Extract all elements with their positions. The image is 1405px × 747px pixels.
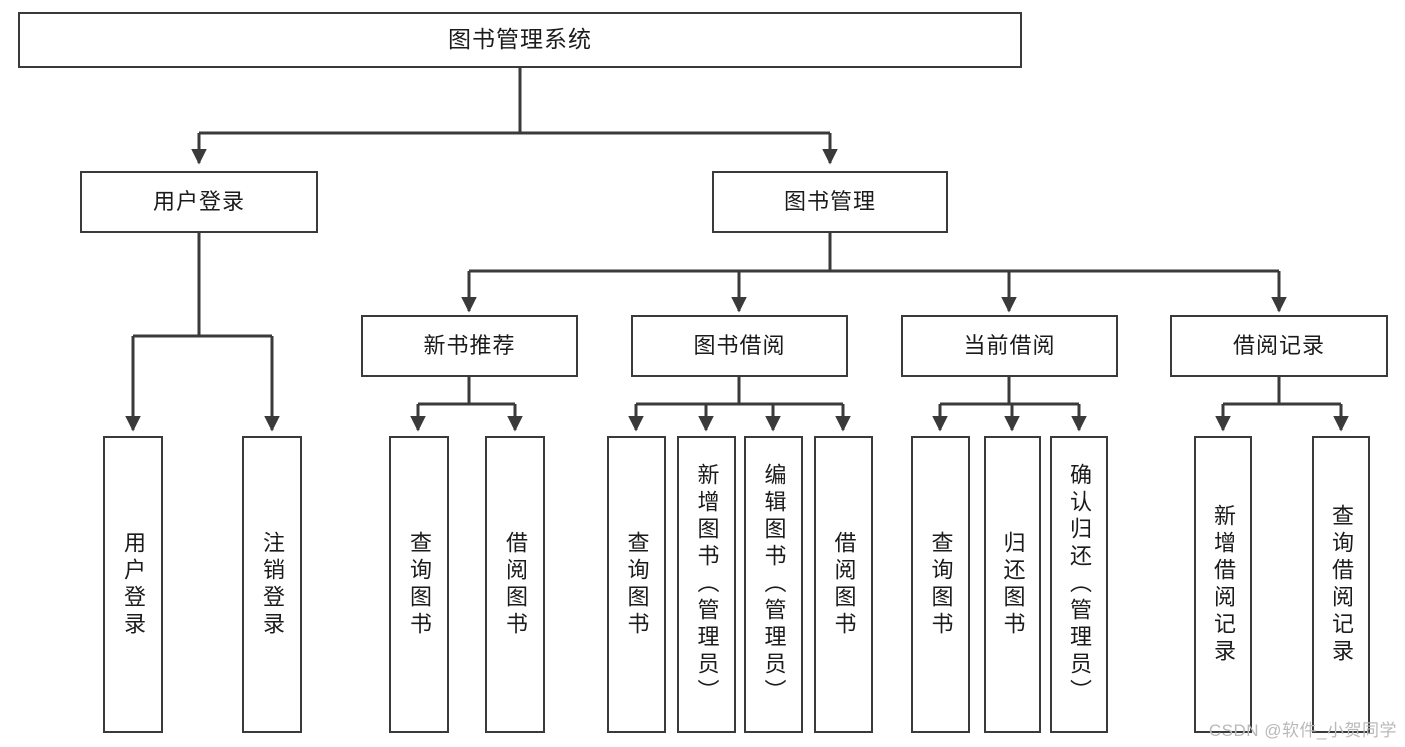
leaf-user-login-logout[interactable]: 注销登录 — [242, 436, 302, 733]
node-new-book-recommend[interactable]: 新书推荐 — [361, 315, 578, 377]
node-label: 借阅图书 — [831, 530, 857, 639]
node-label: 当前借阅 — [963, 332, 1056, 358]
node-label: 归还图书 — [1000, 530, 1026, 639]
node-label: 用户登录 — [121, 530, 146, 639]
node-label: 确认归还（管理员） — [1067, 463, 1092, 706]
node-label: 借阅图书 — [503, 530, 528, 639]
leaf-records-query-record[interactable]: 查询借阅记录 — [1312, 436, 1370, 733]
leaf-current-return-book[interactable]: 归还图书 — [984, 436, 1041, 733]
node-user-login[interactable]: 用户登录 — [80, 171, 318, 233]
leaf-borrow-borrow-book[interactable]: 借阅图书 — [814, 436, 873, 733]
leaf-user-login-login[interactable]: 用户登录 — [103, 436, 163, 733]
node-label: 注销登录 — [260, 530, 285, 639]
leaf-recommend-query-book[interactable]: 查询图书 — [389, 436, 449, 733]
leaf-borrow-add-book-admin[interactable]: 新增图书（管理员） — [677, 436, 736, 733]
leaf-current-query-book[interactable]: 查询图书 — [911, 436, 970, 733]
node-label: 图书管理 — [783, 188, 876, 214]
node-label: 查询图书 — [624, 530, 650, 639]
node-label: 图书管理系统 — [448, 26, 592, 53]
node-book-borrow[interactable]: 图书借阅 — [631, 315, 848, 377]
node-root-book-management-system[interactable]: 图书管理系统 — [18, 12, 1022, 68]
leaf-borrow-edit-book-admin[interactable]: 编辑图书（管理员） — [744, 436, 803, 733]
node-borrow-records[interactable]: 借阅记录 — [1170, 315, 1388, 377]
node-label: 图书借阅 — [693, 332, 786, 358]
node-label: 查询借阅记录 — [1329, 503, 1354, 666]
leaf-current-confirm-return-admin[interactable]: 确认归还（管理员） — [1050, 436, 1108, 733]
node-label: 编辑图书（管理员） — [761, 463, 787, 706]
leaf-recommend-borrow-book[interactable]: 借阅图书 — [485, 436, 545, 733]
leaf-records-add-record[interactable]: 新增借阅记录 — [1194, 436, 1252, 733]
watermark: CSDN @软件_小贺同学 — [1208, 721, 1397, 740]
leaf-borrow-query-book[interactable]: 查询图书 — [607, 436, 666, 733]
node-label: 查询图书 — [407, 530, 432, 639]
node-label: 新书推荐 — [423, 332, 516, 358]
node-current-borrow[interactable]: 当前借阅 — [901, 315, 1118, 377]
node-label: 新增借阅记录 — [1211, 503, 1236, 666]
node-label: 用户登录 — [152, 188, 245, 214]
node-book-management[interactable]: 图书管理 — [712, 171, 948, 233]
node-label: 查询图书 — [928, 530, 954, 639]
node-label: 新增图书（管理员） — [694, 463, 720, 706]
node-label: 借阅记录 — [1232, 332, 1325, 358]
